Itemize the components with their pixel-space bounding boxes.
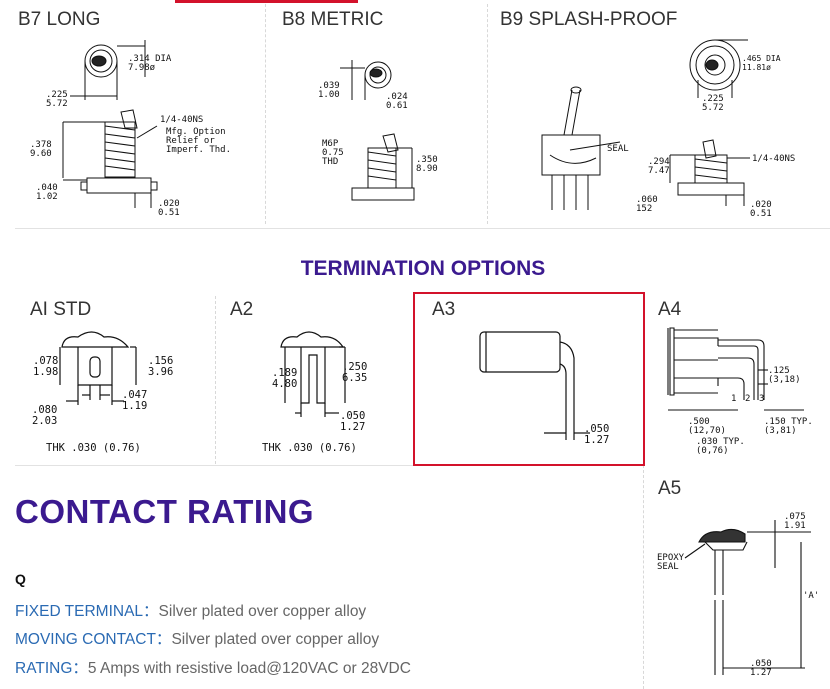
b7-title: B7 LONG	[18, 9, 101, 30]
spec-label: FIXED TERMINAL：	[15, 603, 159, 620]
b7-dim: 1/4-40NS	[160, 115, 204, 125]
b9-drawing	[520, 30, 820, 230]
contact-rating-heading: CONTACT RATING	[15, 493, 315, 530]
b8-drawing	[280, 30, 480, 230]
top-accent-bar	[175, 0, 358, 3]
a2-thk: THK .030 (0.76)	[262, 442, 357, 454]
b9-dim: 1/4-40NS	[752, 154, 796, 164]
spec-value: 5 Amps with resistive load@120VAC or 28V…	[87, 660, 411, 677]
a4-title: A4	[658, 299, 682, 320]
b7-drawing	[15, 30, 265, 230]
a4-dim: 2	[745, 394, 751, 404]
divider	[487, 4, 488, 224]
termination-heading: TERMINATION OPTIONS	[300, 257, 546, 280]
a3-drawing	[420, 300, 620, 450]
a5-dim: 'A'	[803, 591, 820, 601]
b9-title: B9 SPLASH-PROOF	[500, 9, 678, 30]
b8-title: B8 METRIC	[282, 9, 384, 30]
spec-row-moving-contact: MOVING CONTACT：Silver plated over copper…	[15, 627, 379, 649]
a4-dim: 1	[731, 394, 737, 404]
divider	[265, 4, 266, 224]
b9-dim: SEAL	[607, 144, 629, 154]
a2-drawing	[235, 325, 415, 445]
divider	[643, 465, 644, 689]
spec-row-rating: RATING：5 Amps with resistive load@120VAC…	[15, 656, 411, 678]
spec-value: Silver plated over copper alloy	[158, 603, 367, 620]
a4-dim: .500(12,70)	[688, 417, 726, 436]
a4-dim: 3	[759, 394, 765, 404]
a2-title: A2	[230, 299, 254, 320]
a4-dim: .030 TYP.(0,76)	[696, 437, 745, 456]
ai-std-title: AI STD	[30, 299, 92, 320]
a4-dim: .150 TYP.(3,81)	[764, 417, 813, 436]
ai-std-thk: THK .030 (0.76)	[46, 442, 141, 454]
a4-dim: .125(3,18)	[768, 366, 801, 385]
q-label: Q	[15, 571, 26, 587]
ai-std-drawing	[20, 325, 220, 445]
a3-title: A3	[432, 299, 456, 320]
spec-label: RATING：	[15, 660, 88, 677]
a4-drawing	[658, 320, 828, 450]
a3-highlight-box	[413, 292, 645, 466]
divider	[15, 465, 643, 466]
divider	[215, 296, 216, 464]
spec-value: Silver plated over copper alloy	[171, 631, 380, 648]
a5-title: A5	[658, 478, 682, 499]
divider	[15, 228, 830, 229]
a5-drawing	[655, 500, 825, 680]
spec-row-fixed-terminal: FIXED TERMINAL：Silver plated over copper…	[15, 599, 366, 621]
spec-label: MOVING CONTACT：	[15, 631, 172, 648]
